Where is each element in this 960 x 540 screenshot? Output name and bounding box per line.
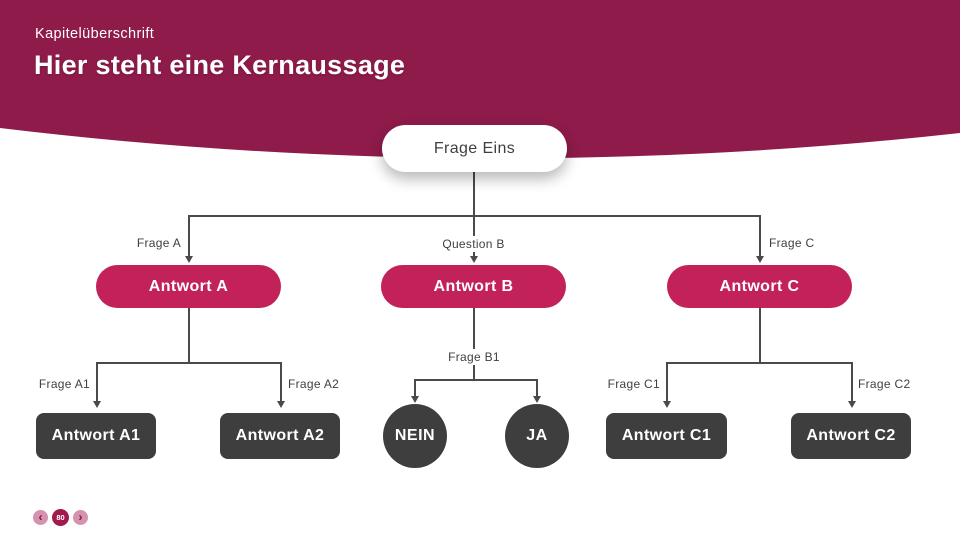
node-antwort-a1: Antwort A1 [36, 413, 156, 459]
arrowhead-c2 [848, 401, 856, 408]
connector-c-horizontal [666, 362, 852, 364]
edge-label-frage-c1: Frage C1 [607, 377, 660, 391]
edge-label-frage-a1: Frage A1 [38, 377, 90, 391]
connector-drop-c1 [666, 362, 668, 401]
arrowhead-ja [533, 396, 541, 403]
chapter-kicker: Kapitelüberschrift [35, 26, 155, 42]
node-antwort-c: Antwort C [667, 265, 852, 308]
edge-label-frage-a2: Frage A2 [288, 377, 340, 391]
connector-drop-c2 [851, 362, 853, 401]
connector-drop-c [759, 215, 761, 256]
chevron-left-icon: ‹ [38, 510, 43, 524]
arrowhead-c1 [663, 401, 671, 408]
connector-root-vertical [473, 172, 475, 216]
connector-a-horizontal [96, 362, 281, 364]
arrowhead-nein [411, 396, 419, 403]
connector-a-vertical [188, 308, 190, 363]
connector-b-horizontal [414, 379, 537, 381]
connector-drop-a [188, 215, 190, 256]
node-antwort-c1: Antwort C1 [606, 413, 727, 459]
chevron-right-icon: › [78, 510, 83, 524]
page-number-badge: 80 [52, 509, 69, 526]
arrowhead-a2 [277, 401, 285, 408]
node-antwort-a2: Antwort A2 [220, 413, 340, 459]
arrowhead-c [756, 256, 764, 263]
connector-c-vertical [759, 308, 761, 363]
edge-label-question-b: Question B [423, 236, 524, 252]
arrowhead-a1 [93, 401, 101, 408]
node-ja: JA [505, 404, 569, 468]
prev-slide-button[interactable]: ‹ [33, 510, 48, 525]
connector-b-vertical [473, 308, 475, 380]
arrowhead-b [470, 256, 478, 263]
header-banner [0, 0, 960, 159]
node-antwort-c2: Antwort C2 [791, 413, 911, 459]
node-nein: NEIN [383, 404, 447, 468]
node-antwort-b: Antwort B [381, 265, 566, 308]
connector-drop-ja [536, 379, 538, 396]
node-frage-eins: Frage Eins [382, 125, 567, 172]
edge-label-frage-c2: Frage C2 [858, 377, 911, 391]
arrowhead-a [185, 256, 193, 263]
connector-drop-a2 [280, 362, 282, 401]
edge-label-frage-c: Frage C [769, 236, 815, 250]
connector-drop-nein [414, 379, 416, 396]
edge-label-frage-b1: Frage B1 [427, 349, 521, 365]
next-slide-button[interactable]: › [73, 510, 88, 525]
slide-title: Hier steht eine Kernaussage [34, 50, 406, 80]
edge-label-frage-a: Frage A [136, 236, 181, 250]
node-antwort-a: Antwort A [96, 265, 281, 308]
connector-drop-a1 [96, 362, 98, 401]
connector-drop-b [473, 215, 475, 256]
